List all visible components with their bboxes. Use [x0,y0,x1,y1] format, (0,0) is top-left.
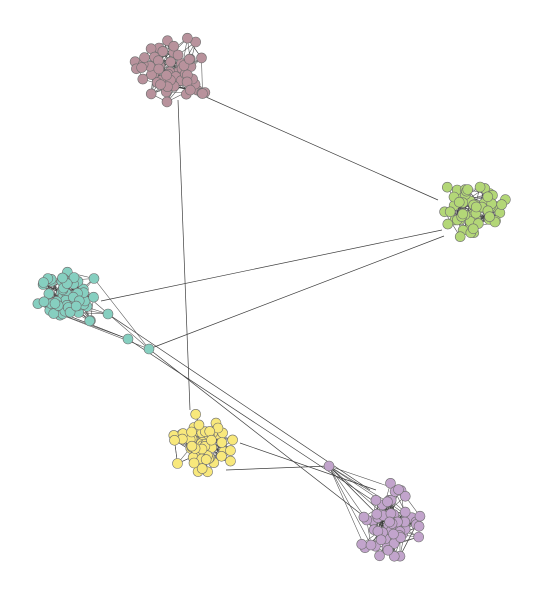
yellow-node [193,419,205,431]
yellow-node [188,457,200,469]
lavender-bridge-1-node [323,460,335,472]
mauve-edge [201,57,203,94]
yellow-node [204,426,215,437]
inter-cluster-edges [100,92,445,519]
yellow-node [169,434,180,446]
teal-node [49,298,61,309]
teal-bridge-1-node [102,308,114,320]
lavender-bridge-1-spoke [328,465,366,548]
yellow-node [190,408,201,420]
lavender-node [358,511,370,523]
mauve-node [161,96,173,108]
lavender-node [413,520,425,532]
mauve-node [155,79,166,90]
mauve-node [157,46,169,57]
lavender-node [384,516,395,528]
yellow-node [225,445,236,456]
green-node [454,231,466,242]
mauve-to-yellow-edge [177,99,191,411]
yellow-node [196,463,208,474]
green-node [496,199,508,210]
yellow-node [206,434,217,446]
teal-node [43,288,55,300]
yellow-node [225,455,236,467]
lavender-bridge-1-spoke [328,465,372,546]
mauve-node [153,63,165,75]
green-node [442,218,454,230]
lavender-node [375,534,387,546]
mauve-node [184,53,195,65]
mauve-node [137,73,149,85]
green-node [470,201,482,213]
lavender-node [371,508,383,520]
green-node [453,196,465,208]
teal-node [84,315,95,327]
lavender-node [385,477,396,489]
yellow-node [227,434,238,446]
green-node [441,181,453,193]
yellow-node [216,437,228,448]
lavender-node [374,550,385,562]
lavender-node [382,544,394,556]
mauve-node [185,84,196,96]
teal-to-green-edge [100,229,443,302]
mauve-node [172,49,184,61]
teal-node [88,291,99,303]
mauve-node [197,88,208,99]
green-node [462,184,474,195]
green-node [484,211,495,222]
lavender-node [393,484,404,495]
lavender-node [382,496,393,508]
teal-node [38,296,50,308]
teal-node [68,272,80,283]
teal-bridge-2-to-lavender-edge [127,338,373,501]
green-node [474,181,486,193]
mauve-node [136,62,147,73]
teal-bridge-3-to-green-edge [148,235,445,350]
yellow-node [186,440,198,452]
mauve-to-green-edge [196,92,439,201]
green-node [457,208,469,220]
yellow-node [200,454,212,465]
lavender-node [365,539,377,551]
teal-node [38,277,49,288]
mauve-node [145,88,157,100]
mauve-node [196,52,207,64]
lavender-bridge-1-spoke [328,465,377,515]
lavender-edge [399,524,417,557]
teal-node [70,300,82,312]
lavender-node [356,538,368,550]
teal-node [88,273,100,284]
yellow-node [172,458,183,469]
mauve-node [161,70,172,81]
lavender-node [414,510,426,522]
teal-bridge-1-to-lavender-edge [107,313,371,491]
yellow-node [216,450,227,462]
green-node [482,191,494,203]
teal-bridge-3-to-lavender-edge [148,348,367,519]
yellow-node [186,426,197,438]
lavender-node [399,506,411,518]
lavender-bridge-1-spoke [328,465,367,521]
green-node [467,223,479,235]
mauve-node [182,32,193,44]
intra-cluster-edges [37,37,506,557]
teal-node [57,272,68,284]
green-node [444,206,456,218]
mauve-node [165,56,176,68]
mauve-node [168,40,180,52]
graph-nodes [32,32,511,562]
teal-bridge-3-node [143,343,155,355]
lavender-node [399,490,411,502]
mauve-node [139,52,150,63]
lavender-node [413,531,425,543]
teal-bridge-2-node [122,333,134,345]
teal-bridge-3-spoke [93,278,150,350]
yellow-to-lavender-bridge-1-edge [225,465,330,471]
lavender-node [370,494,382,506]
lavender-node [388,528,399,540]
